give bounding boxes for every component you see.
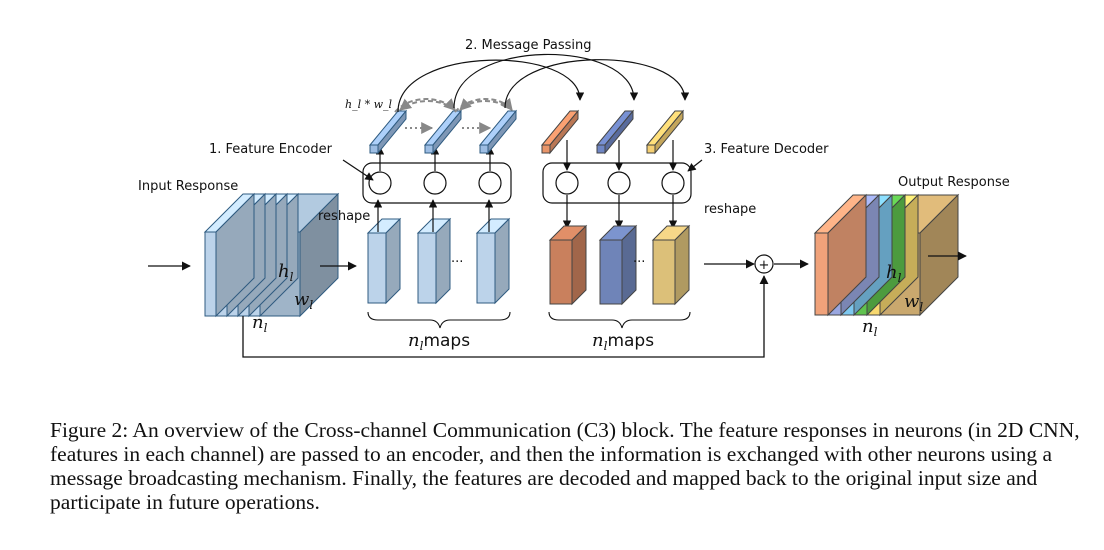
encoder-nodes xyxy=(368,146,502,195)
input-response-label: Input Response xyxy=(138,179,238,194)
decoder-vector xyxy=(645,109,685,155)
reshape-right-label: reshape xyxy=(704,202,756,217)
encoder-node xyxy=(368,171,392,195)
decoder-map xyxy=(548,224,588,306)
sum-plus: + xyxy=(759,258,770,273)
figure-caption: Figure 2: An overview of the Cross-chann… xyxy=(50,418,1080,514)
encoder-vector xyxy=(478,109,518,155)
decoder-vector xyxy=(595,109,635,155)
decoder-brace xyxy=(548,311,691,329)
decoder-ellipsis: ... xyxy=(633,251,645,266)
sum-node xyxy=(754,254,774,274)
encoder-vectors xyxy=(368,109,518,155)
message-passing-label: 2. Message Passing xyxy=(465,38,592,53)
decoder-node xyxy=(607,171,631,195)
decoder-vector xyxy=(540,109,580,155)
encoder-map xyxy=(475,217,511,305)
encoder-map xyxy=(366,217,402,305)
message-passing-arcs xyxy=(397,53,690,113)
decoder-feature-maps xyxy=(548,224,691,306)
encoder-vector xyxy=(423,109,463,155)
encoder-maps-label: nlmaps xyxy=(408,330,470,353)
output-response-label: Output Response xyxy=(898,175,1010,190)
decoder-map xyxy=(651,224,691,306)
encoder-brace xyxy=(367,311,511,329)
c3-block-diagram: Input Response hl wl nl reshape ... h_l … xyxy=(138,38,1010,358)
reshape-left-label: reshape xyxy=(318,209,370,224)
decoder-vectors xyxy=(540,109,685,155)
feature-decoder-label: 3. Feature Decoder xyxy=(704,142,829,157)
decoder-map xyxy=(598,224,638,306)
input-w-label: wl xyxy=(294,289,313,312)
encoder-node-box xyxy=(362,162,512,204)
encoder-vector xyxy=(368,109,408,155)
encoder-ellipsis: ... xyxy=(451,251,463,266)
input-response-tensor xyxy=(203,192,340,318)
input-n-label: nl xyxy=(252,312,268,335)
feature-encoder-label: 1. Feature Encoder xyxy=(209,142,333,157)
decoder-node xyxy=(555,171,579,195)
encoder-feature-maps xyxy=(366,199,511,305)
input-h-label: hl xyxy=(278,261,294,284)
feature-encoder-pointer xyxy=(342,159,374,181)
decoder-maps-label: nlmaps xyxy=(592,330,654,353)
output-response-tensor xyxy=(813,193,960,317)
output-h-label: hl xyxy=(886,262,902,285)
decoder-node xyxy=(661,171,685,195)
encoder-node xyxy=(478,171,502,195)
output-w-label: wl xyxy=(904,291,923,314)
skip-connection xyxy=(242,275,769,358)
output-n-label: nl xyxy=(862,316,878,339)
local-exchange-arrows xyxy=(394,97,513,134)
decoder-nodes xyxy=(555,140,685,229)
input-slice xyxy=(203,192,256,318)
encoder-node xyxy=(423,171,447,195)
output-slice xyxy=(813,193,868,317)
hw-label: h_l * w_l xyxy=(345,98,393,111)
encoder-map xyxy=(416,217,452,305)
